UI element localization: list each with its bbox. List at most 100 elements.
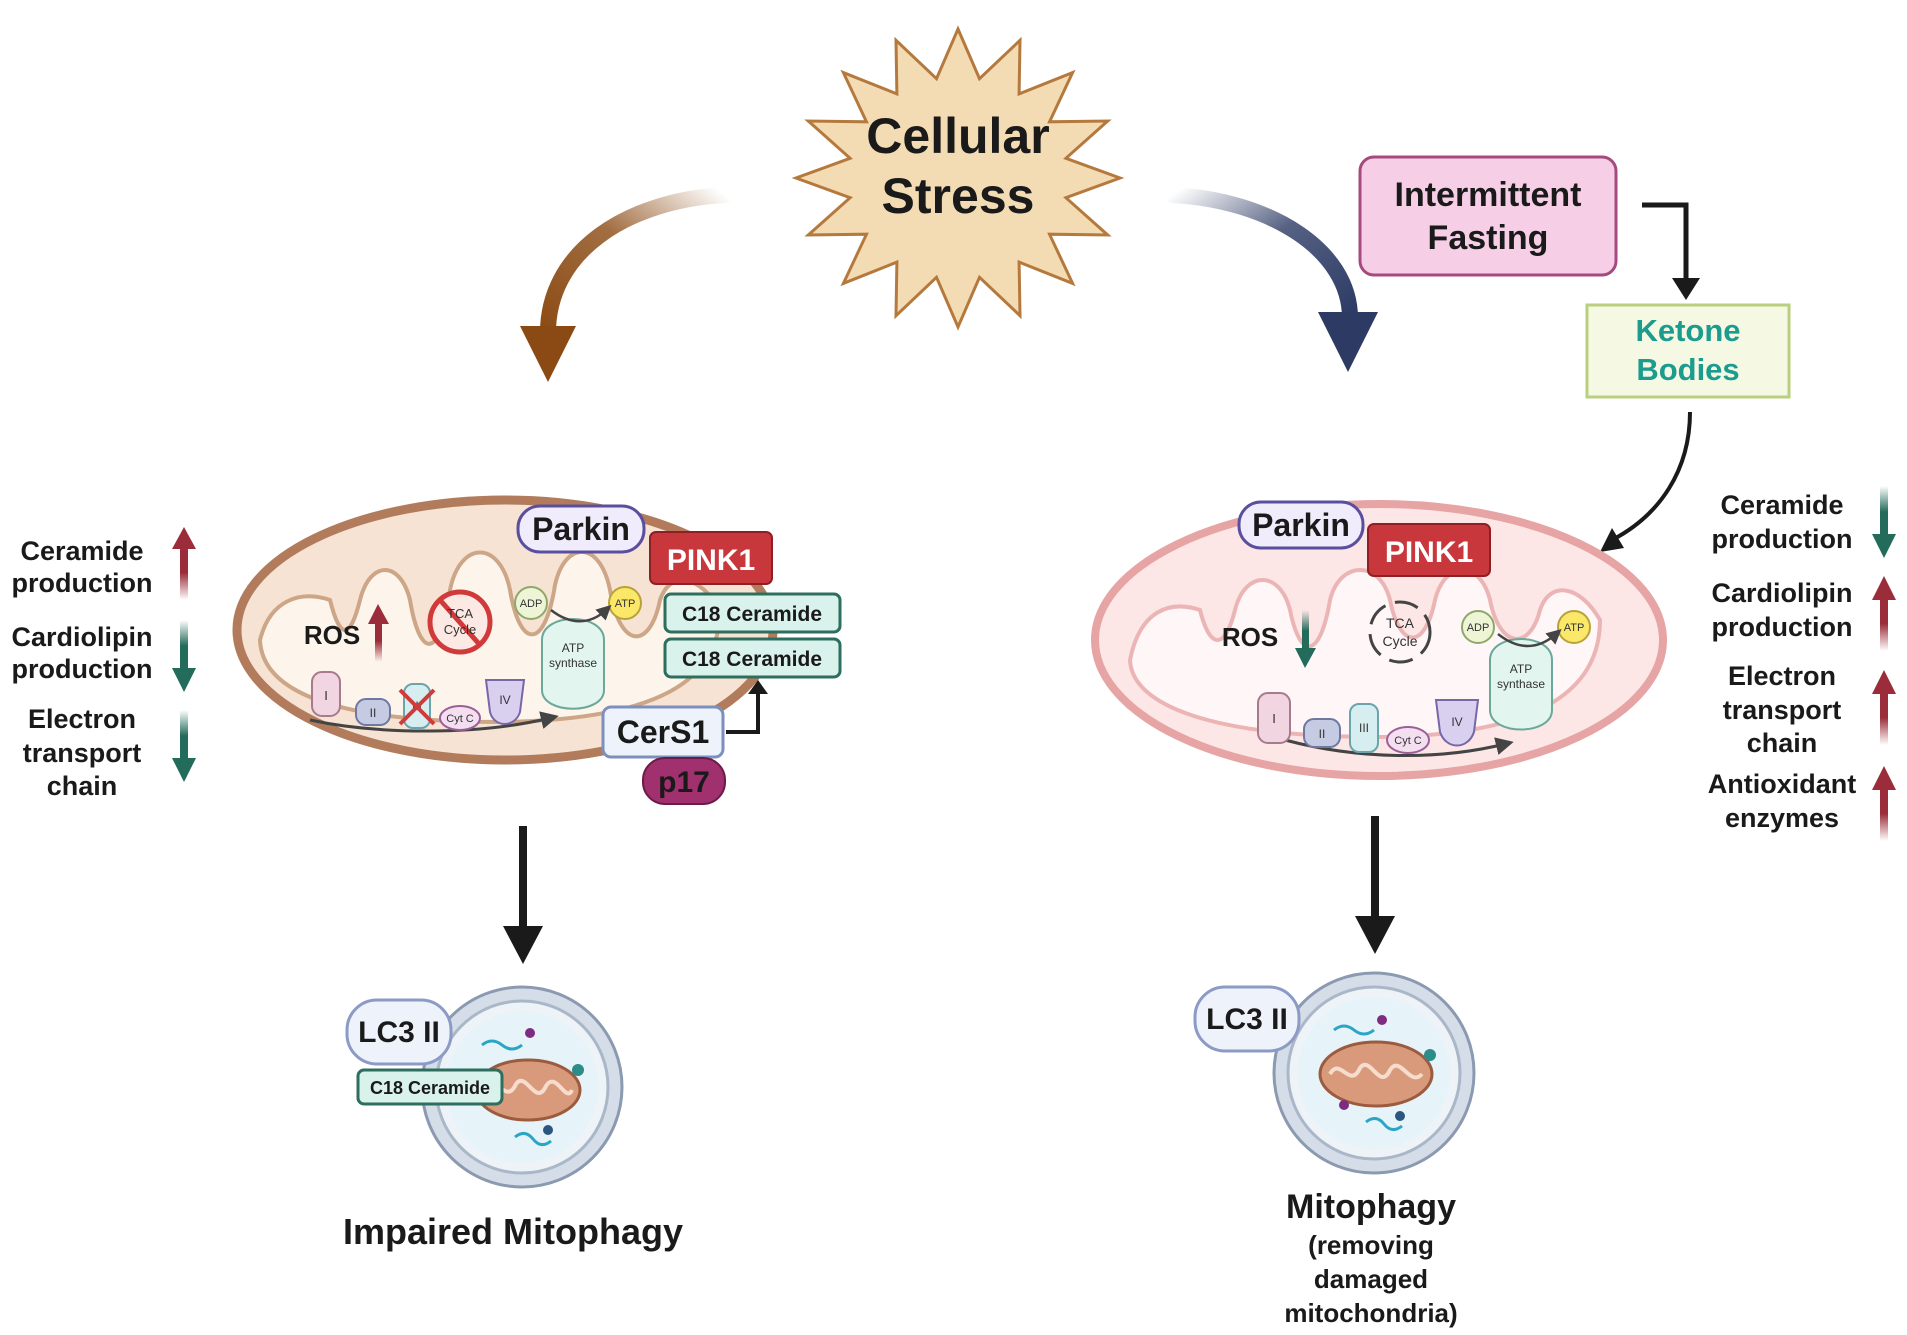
right-etc-complexes: I II III Cyt C IV ATP synthase ADP ATP T… <box>1222 600 1591 754</box>
intermittent-fasting-box: Intermittent Fasting <box>1358 155 1618 277</box>
ketone-arrowhead <box>1600 528 1624 552</box>
right-lc3-ii: LC3 II <box>1193 985 1301 1053</box>
left-effect-3-down-arrow <box>180 710 188 762</box>
right-autophagosome <box>1272 971 1476 1175</box>
right-effect-4-line2: enzymes <box>1725 803 1839 833</box>
left-complex-i <box>311 671 341 717</box>
mitophagy-label: Mitophagy (removing damaged mitochondria… <box>1284 1188 1457 1328</box>
svg-text:Parkin: Parkin <box>1252 507 1350 543</box>
svg-text:synthase: synthase <box>549 656 597 670</box>
cers1-to-ceramide-arrow <box>726 692 760 734</box>
brown-arrowhead <box>520 326 576 382</box>
right-effect-4-up-arrow <box>1880 786 1888 841</box>
right-adp <box>1461 610 1495 644</box>
svg-text:II: II <box>370 706 377 720</box>
svg-text:Parkin: Parkin <box>532 511 630 547</box>
svg-text:LC3 II: LC3 II <box>358 1016 440 1049</box>
left-effect-3-line1: Electron <box>28 704 136 734</box>
svg-text:PINK1: PINK1 <box>1385 536 1473 569</box>
left-adp <box>514 586 548 620</box>
fasting-label-line1: Intermittent <box>1395 176 1582 214</box>
left-pink1: PINK1 <box>649 531 773 585</box>
right-effect-3-line2: transport <box>1723 695 1842 725</box>
ketone-label-line2: Bodies <box>1636 352 1739 387</box>
left-parkin: Parkin <box>516 504 646 554</box>
left-ros-up-arrow <box>375 620 382 662</box>
svg-text:Mitophagy: Mitophagy <box>1286 1188 1456 1226</box>
svg-text:CerS1: CerS1 <box>617 714 710 750</box>
svg-text:II: II <box>1319 727 1326 741</box>
right-parkin: Parkin <box>1237 500 1365 550</box>
stress-to-left-arrow <box>520 187 733 382</box>
right-complex-iii <box>1349 703 1379 753</box>
stress-label-line2: Stress <box>882 168 1035 224</box>
right-effect-1-line2: production <box>1712 524 1853 554</box>
right-effect-4-line1: Antioxidant <box>1708 769 1857 799</box>
svg-text:ADP: ADP <box>1467 622 1490 634</box>
right-ros: ROS <box>1222 622 1278 652</box>
svg-text:IV: IV <box>1451 715 1462 729</box>
svg-text:Cycle: Cycle <box>444 622 477 637</box>
fasting-label-line2: Fasting <box>1428 219 1549 257</box>
right-effect-3-line3: chain <box>1747 728 1818 758</box>
right-effect-2-up-arrow <box>1880 596 1888 651</box>
svg-text:TCA: TCA <box>1386 615 1415 631</box>
left-atp <box>608 586 642 620</box>
svg-text:Cyt C: Cyt C <box>446 713 474 725</box>
svg-text:ATP: ATP <box>1510 662 1532 676</box>
navy-arrowhead <box>1318 312 1378 372</box>
left-ros: ROS <box>304 620 360 650</box>
left-effect-3-line2: transport <box>23 738 142 768</box>
svg-text:LC3 II: LC3 II <box>1206 1003 1288 1036</box>
right-effect-2-line1: Cardiolipin <box>1712 578 1853 608</box>
right-effect-3-line1: Electron <box>1728 661 1836 691</box>
right-effect-1-line1: Ceramide <box>1720 490 1843 520</box>
ketone-to-mito-arrow <box>1611 411 1692 542</box>
left-cytc <box>439 705 481 731</box>
svg-text:C18 Ceramide: C18 Ceramide <box>370 1078 490 1098</box>
svg-text:synthase: synthase <box>1497 677 1545 691</box>
svg-text:III: III <box>1359 721 1369 735</box>
left-complex-iv <box>484 679 526 725</box>
fasting-arrowhead <box>1672 278 1700 300</box>
left-effect-2-line1: Cardiolipin <box>12 622 153 652</box>
left-autophagosome <box>420 985 624 1189</box>
svg-text:I: I <box>1272 711 1276 726</box>
right-effect-1-down-arrow <box>1880 486 1888 538</box>
impaired-mitophagy-label: Impaired Mitophagy <box>343 1211 683 1252</box>
left-lc3-ii: LC3 II <box>345 998 453 1066</box>
right-pink1: PINK1 <box>1367 523 1491 577</box>
right-tca-cycle <box>1368 600 1432 664</box>
left-complex-ii <box>355 698 391 726</box>
svg-text:ATP: ATP <box>562 641 584 655</box>
ketone-bodies-box: Ketone Bodies <box>1585 303 1791 399</box>
svg-text:C18 Ceramide: C18 Ceramide <box>682 603 822 626</box>
right-atp-synthase <box>1489 638 1553 731</box>
right-complex-ii <box>1303 718 1341 748</box>
svg-text:damaged: damaged <box>1314 1264 1428 1294</box>
left-effect-1-line1: Ceramide <box>20 536 143 566</box>
left-effect-2-line2: production <box>12 654 153 684</box>
svg-text:C18 Ceramide: C18 Ceramide <box>682 648 822 671</box>
svg-text:PINK1: PINK1 <box>667 544 755 577</box>
left-c18-ceramide-2: C18 Ceramide <box>663 637 842 679</box>
left-cers1: CerS1 <box>601 705 725 759</box>
svg-text:p17: p17 <box>658 766 710 799</box>
left-lc3-c18-ceramide: C18 Ceramide <box>356 1068 504 1106</box>
right-atp <box>1557 610 1591 644</box>
left-effect-3-line3: chain <box>47 771 118 801</box>
left-effects: Ceramide production Cardiolipin producti… <box>12 527 196 801</box>
blocked-x-icon <box>398 688 436 726</box>
svg-text:ADP: ADP <box>520 598 543 610</box>
svg-text:Cycle: Cycle <box>1382 633 1417 649</box>
right-ros-down-arrow <box>1302 610 1309 652</box>
cellular-stress-star: Cellular Stress <box>791 25 1125 331</box>
svg-text:TCA: TCA <box>447 606 473 621</box>
left-atp-synthase <box>541 618 605 710</box>
stress-to-right-arrow <box>1164 187 1378 372</box>
right-complex-iv <box>1434 699 1480 747</box>
right-cytc <box>1386 726 1430 754</box>
svg-text:ATP: ATP <box>615 598 636 610</box>
ketone-label-line1: Ketone <box>1635 313 1740 348</box>
